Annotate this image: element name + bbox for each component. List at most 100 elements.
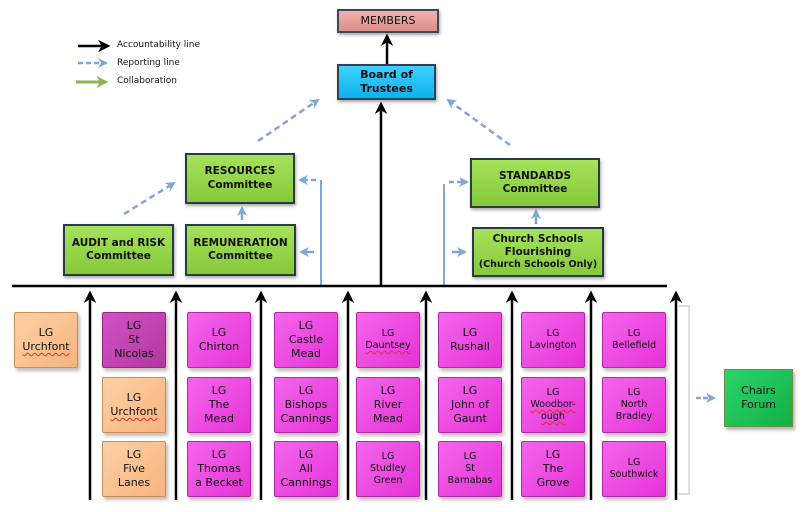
lg-label-line: Woodbor- bbox=[530, 399, 576, 411]
lg-label-line: St bbox=[128, 333, 140, 347]
lg-label-line: LG bbox=[298, 384, 314, 398]
lg-label-line: Urchfont bbox=[22, 340, 70, 353]
lg-label-line: St bbox=[465, 463, 475, 475]
audit-label-line2: Committee bbox=[86, 250, 151, 262]
resources-label-line1: RESOURCES bbox=[204, 165, 276, 178]
lg-label-line: Southwick bbox=[609, 469, 659, 480]
csf-label-line1: Church Schools bbox=[492, 232, 584, 245]
board-of-trustees-box: Board of Trustees bbox=[337, 64, 436, 100]
lg-label-line: LG bbox=[381, 328, 395, 340]
chairs-forum-line2: Forum bbox=[741, 398, 776, 411]
lg-label-line: Bellefield bbox=[612, 340, 656, 351]
lg-label-line: Mead bbox=[291, 346, 321, 360]
lg-label-line: River bbox=[373, 398, 403, 412]
resources-committee-box: RESOURCES Committee bbox=[185, 153, 295, 204]
lg-label-line: Rushall bbox=[450, 340, 490, 353]
lg-label-line: a Becket bbox=[195, 475, 243, 489]
lg-label-line: Lanes bbox=[117, 475, 151, 489]
remuneration-label-line1: REMUNERATION bbox=[193, 236, 288, 249]
lg-label-line: LG bbox=[546, 387, 560, 399]
lg-label-line: Chirton bbox=[198, 340, 240, 353]
lg-label-line: LG bbox=[211, 448, 227, 462]
chairs-bracket bbox=[679, 305, 690, 495]
lg-label-line: LG bbox=[462, 384, 478, 398]
lg-label-line: Cannings bbox=[280, 411, 332, 425]
audit-to-resources-report bbox=[123, 181, 176, 216]
lg-label-line: Urchfont bbox=[110, 405, 158, 418]
chairs-forum-line1: Chairs bbox=[741, 384, 776, 398]
church-schools-flourishing-box: Church Schools Flourishing (Church Schoo… bbox=[472, 227, 604, 277]
lg-label-line: Castle bbox=[288, 333, 324, 347]
lg-label-line: Mead bbox=[373, 411, 403, 425]
lg-label-line: LG bbox=[38, 326, 54, 340]
lg-label-line: LG bbox=[380, 384, 396, 398]
standards-label-line2: Committee bbox=[502, 183, 568, 195]
chairs-forum-box: Chairs Forum bbox=[724, 369, 793, 427]
lg-label-line: Nicolas bbox=[114, 346, 154, 360]
lg-label-line: Thomas bbox=[197, 462, 241, 476]
lg-label-line: Cannings bbox=[280, 475, 332, 489]
lg-label-line: John of bbox=[450, 398, 490, 412]
lg-label-line: LG bbox=[545, 448, 561, 462]
lg-label-line: Five bbox=[123, 462, 145, 476]
lg-label-line: Gaunt bbox=[453, 411, 487, 425]
lg-label-line: LG bbox=[126, 319, 142, 333]
lg-label-line: The bbox=[208, 398, 230, 412]
legend-accountability-label: Accountability line bbox=[117, 40, 201, 50]
csf-label-line2: Flourishing bbox=[504, 246, 572, 259]
lg-label-line: Lavington bbox=[529, 340, 577, 351]
lg-label-line: North bbox=[620, 399, 648, 411]
remuneration-committee-box: REMUNERATION Committee bbox=[185, 224, 296, 276]
lg-label-line: LG bbox=[627, 387, 641, 399]
members-box: MEMBERS bbox=[337, 9, 439, 33]
lg-label-line: LG bbox=[126, 448, 142, 462]
lg-label-line: Studley bbox=[370, 463, 406, 475]
resources-to-board-report bbox=[257, 98, 320, 143]
board-label-line2: Trustees bbox=[360, 82, 413, 95]
audit-risk-committee-box: AUDIT and RISK Committee bbox=[63, 224, 174, 276]
lg-label-line: The bbox=[542, 462, 564, 476]
lg-label-line: LG bbox=[211, 326, 227, 340]
lg-label-line: Grove bbox=[536, 475, 570, 489]
lg-label-line: LG bbox=[126, 391, 142, 405]
lg-label-line: Mead bbox=[204, 411, 234, 425]
lg-label-line: All bbox=[299, 462, 313, 476]
lg-label-line: LG bbox=[298, 448, 314, 462]
standards-committee-box: STANDARDS Committee bbox=[470, 158, 600, 208]
lg-label-line: LG bbox=[627, 328, 641, 340]
lg-label-line: ough bbox=[541, 410, 565, 422]
remuneration-label-line2: Committee bbox=[208, 250, 273, 262]
lg-label-line: Green bbox=[373, 474, 403, 486]
lg-label-line: Dauntsey bbox=[365, 340, 411, 351]
lg-label-line: LG bbox=[627, 457, 641, 469]
standards-label-line1: STANDARDS bbox=[498, 169, 572, 182]
csf-label-line3: (Church Schools Only) bbox=[478, 259, 598, 271]
lg-label-line: LG bbox=[211, 384, 227, 398]
lg-label-line: LG bbox=[381, 451, 395, 463]
board-label-line1: Board of bbox=[360, 68, 413, 82]
lg-label-line: Barnabas bbox=[447, 474, 493, 486]
lg-label-line: Bradley bbox=[615, 410, 653, 422]
legend-reporting-label: Reporting line bbox=[117, 58, 180, 68]
lg-label-line: LG bbox=[463, 451, 477, 463]
